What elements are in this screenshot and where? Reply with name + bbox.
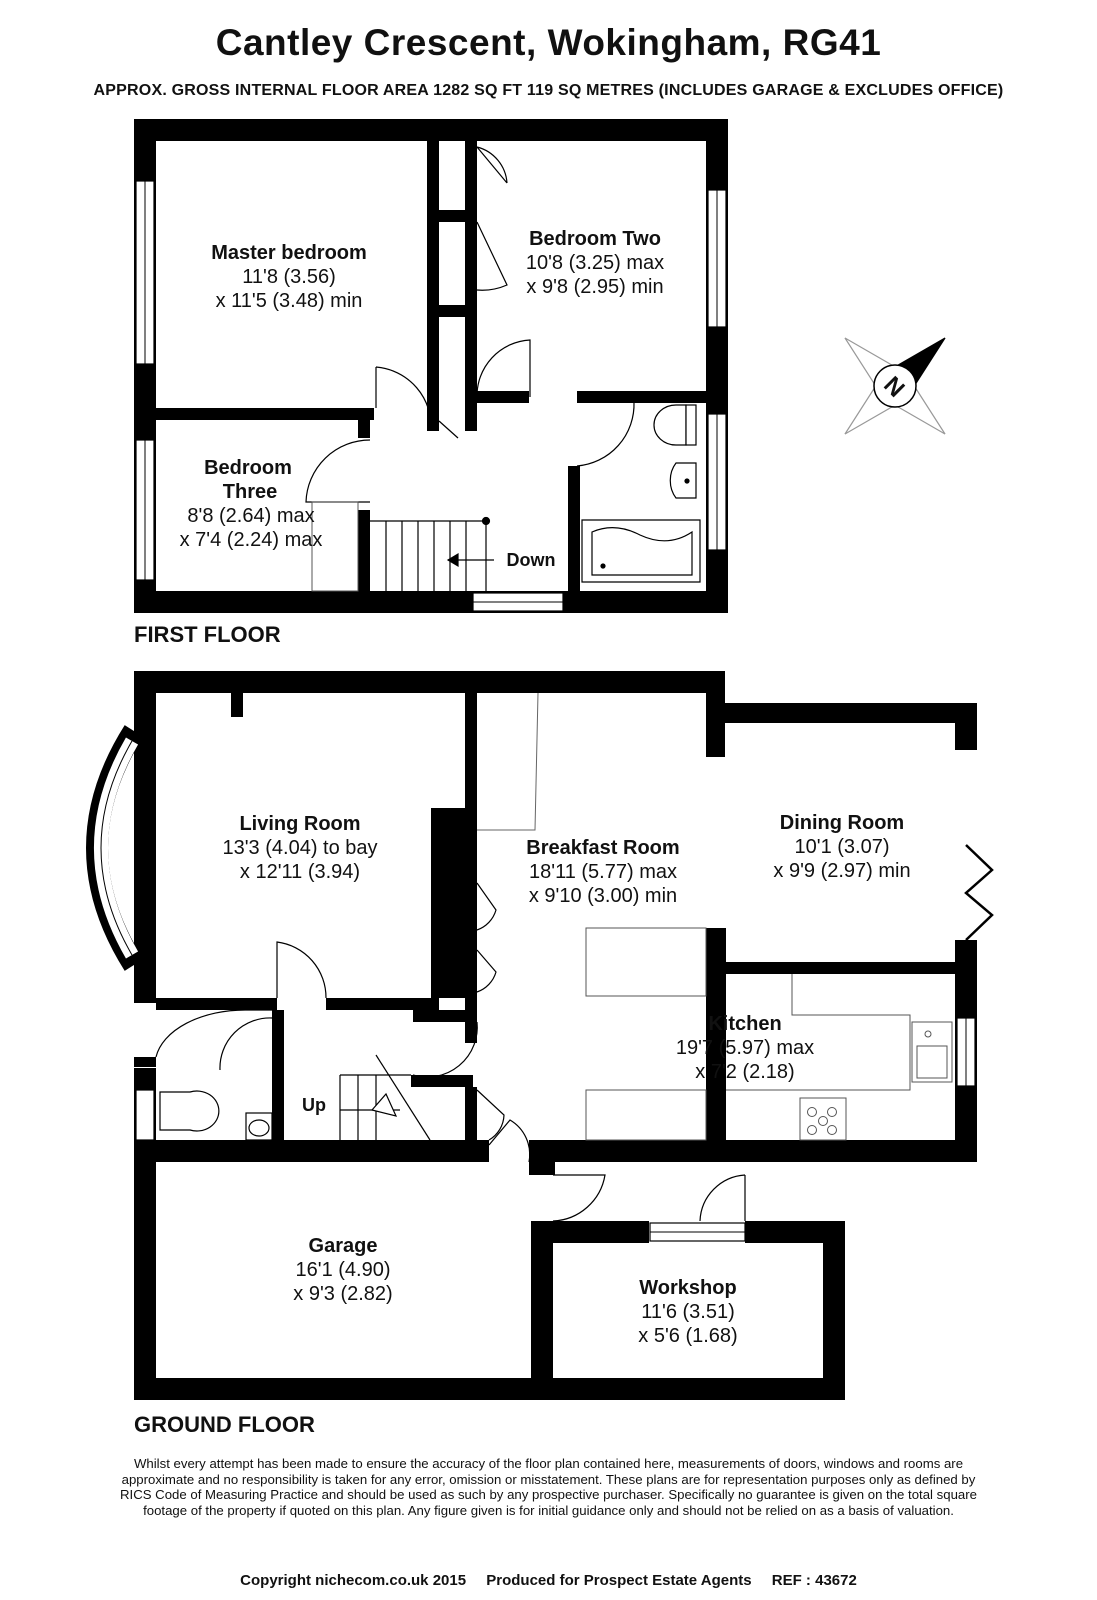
toilet-icon: [159, 1090, 220, 1132]
living-room-dim: 13'3 (4.04) to bay: [222, 837, 377, 859]
workshop-name: Workshop: [639, 1277, 736, 1299]
stairs-up-label: Up: [302, 1095, 326, 1115]
garage-name: Garage: [309, 1235, 378, 1257]
living-room-dim: x 12'11 (3.94): [240, 861, 360, 883]
ground-floor-plan: [86, 671, 994, 1400]
cupboard-door: [476, 221, 508, 291]
north-compass-icon: N: [844, 337, 946, 435]
bedroom-two-name: Bedroom Two: [529, 228, 661, 250]
cupboard-door: [476, 882, 497, 931]
footer-copyright: Copyright nichecom.co.uk 2015: [240, 1572, 467, 1589]
breakfast-bar: [585, 927, 707, 997]
first-floor-plan: [134, 119, 728, 613]
living-room-west-wall: [134, 671, 156, 1003]
kitchen-south-wall: [553, 1140, 977, 1162]
front-door: [155, 1009, 272, 1058]
utility-door: [552, 1174, 606, 1222]
living-room-door: [276, 941, 327, 999]
dining-room-name: Dining Room: [780, 812, 904, 834]
bathroom-north-wall: [577, 391, 706, 403]
bedroom-two-dim: x 9'8 (2.95) min: [526, 276, 663, 298]
cupboard-door: [476, 146, 508, 184]
ground-floor-top-wall: [134, 671, 725, 693]
wc-fixtures: [159, 1090, 273, 1141]
bathroom-west-wall: [568, 466, 580, 591]
dining-room-dim: x 9'9 (2.97) min: [773, 860, 910, 882]
bedroom-three-name: Three: [223, 481, 277, 503]
dining-room-dim: 10'1 (3.07): [795, 836, 890, 858]
bedroom-three-name: Bedroom: [204, 457, 292, 479]
master-bedroom-name: Master bedroom: [211, 242, 367, 264]
living-room-bay-window: [86, 725, 144, 971]
bedroom-two-dim: 10'8 (3.25) max: [526, 252, 664, 274]
living-room-east-wall: [465, 693, 477, 1043]
wc-door: [219, 1017, 273, 1071]
cupboard-door: [476, 949, 497, 993]
ground-floor-stairs: [339, 1054, 431, 1141]
bathroom-door: [576, 401, 635, 467]
plan-title: Cantley Crescent, Wokingham, RG41: [215, 22, 882, 63]
first-floor-label: FIRST FLOOR: [134, 622, 281, 647]
garage-door: [488, 1119, 531, 1163]
hall-door: [412, 1021, 478, 1078]
garage-dim: 16'1 (4.90): [296, 1259, 391, 1281]
breakfast-room-name: Breakfast Room: [526, 837, 679, 859]
first-floor-top-wall: [134, 119, 728, 141]
toilet-icon: [653, 404, 687, 446]
bifold-doors: [964, 844, 994, 941]
bedroom-three-door: [305, 439, 371, 503]
bedroom-two-west-wall: [465, 141, 477, 431]
breakfast-room-dim: 18'11 (5.77) max: [529, 861, 677, 883]
stairs-down-label: Down: [507, 550, 556, 570]
bedroom-three-dim: x 7'4 (2.24) max: [180, 529, 323, 551]
master-bedroom-dim: 11'8 (3.56): [242, 266, 336, 288]
dining-room-north-wall: [706, 703, 977, 723]
ground-floor-bottom-wall: [134, 1378, 845, 1400]
master-bedroom-dim: x 11'5 (3.48) min: [216, 290, 363, 312]
garage-north-wall: [134, 1140, 489, 1162]
kitchen-name: Kitchen: [708, 1013, 781, 1035]
bedroom-three-north-wall: [156, 408, 374, 420]
bedroom-three-dim: 8'8 (2.64) max: [187, 505, 314, 527]
hob-icon: [799, 1097, 847, 1141]
bedroom-two-door: [476, 339, 531, 398]
footer-produced-for: Produced for Prospect Estate Agents: [486, 1572, 752, 1589]
chimney-recess: [477, 692, 539, 831]
footer-ref: REF : 43672: [771, 1572, 857, 1589]
master-bedroom-door: [375, 366, 432, 432]
first-floor-bottom-wall: [134, 591, 728, 613]
ground-floor-label: GROUND FLOOR: [134, 1412, 315, 1437]
kitchen-west-wall: [706, 928, 726, 1140]
disclaimer-text: Whilst every attempt has been made to en…: [120, 1456, 977, 1518]
workshop-dim: x 5'6 (1.68): [638, 1325, 737, 1347]
workshop-dim: 11'6 (3.51): [641, 1301, 735, 1323]
workshop-west-wall: [531, 1221, 553, 1400]
footer: Copyright nichecom.co.uk 2015 Produced f…: [0, 1572, 1097, 1589]
garage-dim: x 9'3 (2.82): [293, 1283, 392, 1305]
first-floor-stairs: [370, 516, 494, 591]
wardrobe: [311, 501, 359, 592]
master-bedroom-east-wall: [427, 141, 439, 431]
living-room-name: Living Room: [239, 813, 360, 835]
floor-area-subtitle: APPROX. GROSS INTERNAL FLOOR AREA 1282 S…: [93, 82, 1004, 99]
bathroom-fixtures: [581, 404, 701, 583]
kitchen-dim: x 7'2 (2.18): [695, 1061, 794, 1083]
sink-icon: [911, 1021, 953, 1083]
kitchen-dim: 19'7 (5.97) max: [676, 1037, 814, 1059]
workshop-door: [699, 1174, 746, 1222]
breakfast-room-dim: x 9'10 (3.00) min: [529, 885, 677, 907]
workshop-east-wall: [823, 1221, 845, 1400]
kitchen-worktops: [585, 974, 953, 1141]
basin-icon: [669, 462, 697, 499]
wc-window: [135, 1089, 155, 1141]
